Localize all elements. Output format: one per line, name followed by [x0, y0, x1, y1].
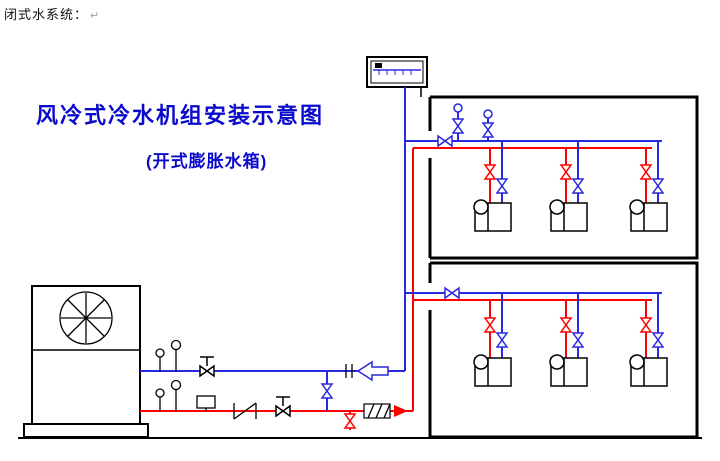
- building-upper-floor: [428, 95, 699, 260]
- valve-icon: [484, 164, 496, 180]
- valve-icon: [496, 332, 508, 348]
- control-valve-icon: [196, 395, 216, 411]
- drain-valve-icon: [344, 413, 356, 429]
- air-vent-icon: [453, 103, 463, 113]
- pressure-gauge-icon: [170, 339, 182, 371]
- fan-icon: [59, 291, 113, 345]
- valve-icon: [652, 178, 664, 194]
- note-text: 闭式水系统：: [4, 7, 89, 22]
- valve-icon: [560, 317, 572, 333]
- instruments: [155, 339, 391, 420]
- expansion-tank: [366, 56, 428, 97]
- valve-icon: [640, 164, 652, 180]
- diagram-subtitle: (开式膨胀水箱): [146, 152, 268, 171]
- main-valve-icon: [437, 135, 453, 147]
- air-vent-icon: [483, 109, 493, 119]
- thermometer-icon: [155, 388, 165, 411]
- fan-coil-unit: [629, 354, 668, 387]
- diagram-title: 风冷式冷水机组安装示意图: [36, 103, 325, 128]
- fan-coil-unit: [549, 354, 588, 387]
- air-vent-valve-icon: [452, 118, 464, 134]
- return-flow-arrow-icon: [356, 360, 389, 382]
- supply-flow-arrow-icon: [394, 405, 408, 417]
- float-valve-icon: [375, 63, 382, 68]
- fan-coil-unit: [629, 199, 668, 232]
- shutoff-valves: [199, 356, 291, 417]
- valve-icon: [640, 317, 652, 333]
- valve-icon: [560, 164, 572, 180]
- return-branch-valves: [321, 103, 664, 399]
- valve-icon: [572, 332, 584, 348]
- chiller-base: [23, 423, 149, 438]
- flexible-connector-icon: [363, 403, 391, 419]
- building-lower-floor: [428, 261, 699, 439]
- fan-coil-unit: [549, 199, 588, 232]
- shutoff-valve-icon: [199, 365, 215, 377]
- valve-icon: [496, 178, 508, 194]
- strainer-icon: [233, 402, 257, 420]
- shutoff-valve-icon: [275, 405, 291, 417]
- chiller-unit: [23, 285, 149, 438]
- paragraph-mark: ↵: [90, 10, 101, 22]
- fan-coil-unit: [473, 354, 512, 387]
- valve-icon: [652, 332, 664, 348]
- main-valve-icon: [444, 287, 460, 299]
- thermometer-icon: [155, 348, 165, 371]
- air-vent-valve-icon: [482, 122, 494, 138]
- water-hatch: [378, 70, 412, 75]
- union-icon: [345, 364, 353, 378]
- bypass-valve-icon: [321, 383, 333, 399]
- pressure-gauge-icon: [170, 379, 182, 411]
- valve-icon: [484, 317, 496, 333]
- valve-icon: [572, 178, 584, 194]
- document-note: 闭式水系统：↵: [4, 4, 100, 23]
- fan-coil-unit: [473, 199, 512, 232]
